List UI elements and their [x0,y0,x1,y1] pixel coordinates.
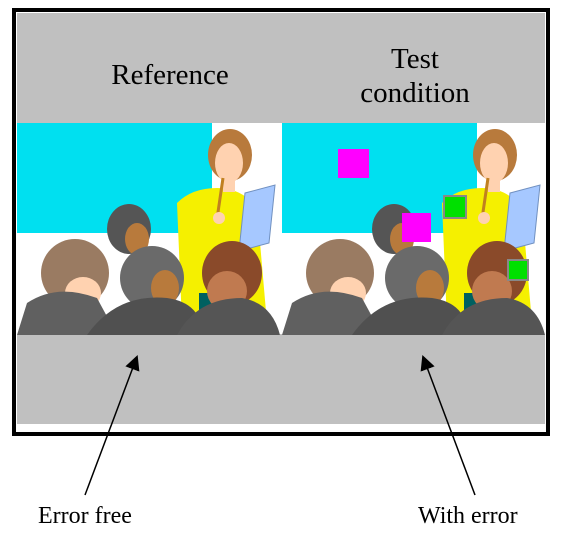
reference-title: Reference [111,59,229,91]
test-condition-image [282,123,545,335]
error-block-magenta-2 [402,213,431,242]
test-condition-title: Test condition [360,43,470,109]
header-band [17,13,545,123]
error-block-green-1 [443,195,467,219]
reference-image [17,123,280,335]
error-block-magenta-1 [338,149,369,178]
audience [17,204,280,335]
audience [282,204,545,335]
footer-band [17,334,545,424]
error-block-green-2 [507,259,529,281]
with-error-caption: With error [418,503,518,529]
error-free-caption: Error free [38,503,132,529]
